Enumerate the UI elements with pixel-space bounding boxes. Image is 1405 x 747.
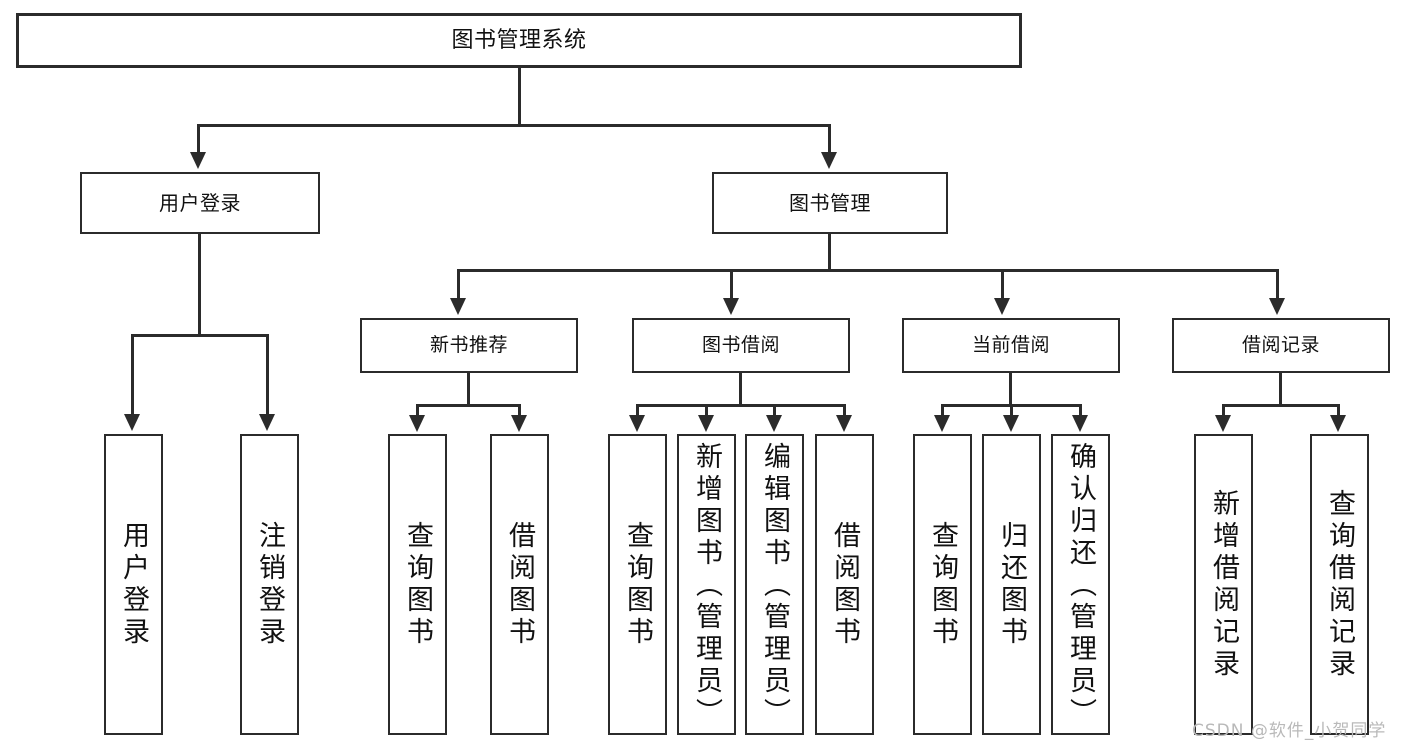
arrowhead-leaf-bb-edit-book (766, 415, 782, 432)
node-label: 查询图书 (622, 520, 653, 649)
connector-new-book-recommend-stem (467, 373, 470, 406)
connector-user-login-drop-1 (131, 334, 134, 419)
node-label: 新书推荐 (429, 333, 508, 356)
leaf-logout[interactable]: 注销登录 (240, 434, 299, 735)
arrowhead-leaf-nbr-borrow-book (511, 415, 527, 432)
node-label: 图书管理系统 (451, 27, 587, 53)
leaf-bb-borrow-book[interactable]: 借阅图书 (815, 434, 874, 735)
leaf-user-login[interactable]: 用户登录 (104, 434, 163, 735)
node-label: 新增借阅记录 (1208, 488, 1239, 681)
arrowhead-leaf-cb-query-book (934, 415, 950, 432)
arrowhead-leaf-bb-borrow-book (836, 415, 852, 432)
arrowhead-leaf-bb-query-book (629, 415, 645, 432)
connector-cb-drop-2 (1010, 404, 1013, 420)
connector-to-new-book-recommend (457, 269, 460, 301)
connector-book-management-stem (828, 234, 831, 272)
node-label: 查询图书 (402, 520, 433, 649)
leaf-nbr-query-book[interactable]: 查询图书 (388, 434, 447, 735)
arrowhead-leaf-logout (259, 414, 275, 431)
connector-borrow-record-bus (1222, 404, 1340, 407)
node-label: 新增图书（管理员） (691, 442, 722, 730)
arrowhead-to-current-borrow (994, 298, 1010, 315)
node-label: 借阅记录 (1241, 333, 1320, 356)
connector-to-current-borrow (1001, 269, 1004, 301)
leaf-cb-confirm-return[interactable]: 确认归还（管理员） (1051, 434, 1110, 735)
leaf-bb-edit-book[interactable]: 编辑图书（管理员） (745, 434, 804, 735)
arrowhead-leaf-nbr-query-book (409, 415, 425, 432)
connector-bb-drop-2 (705, 404, 708, 420)
connector-root-stem (518, 68, 521, 126)
node-book-management[interactable]: 图书管理 (712, 172, 948, 234)
arrowhead-leaf-br-add-record (1215, 415, 1231, 432)
leaf-bb-add-book[interactable]: 新增图书（管理员） (677, 434, 736, 735)
node-label: 查询图书 (927, 520, 958, 649)
connector-user-login-drop-2 (266, 334, 269, 419)
leaf-nbr-borrow-book[interactable]: 借阅图书 (490, 434, 549, 735)
node-user-login[interactable]: 用户登录 (80, 172, 320, 234)
node-label: 借阅图书 (829, 520, 860, 649)
connector-br-drop-1 (1222, 404, 1225, 420)
node-label: 注销登录 (254, 520, 285, 649)
arrowhead-leaf-cb-return-book (1003, 415, 1019, 432)
node-label: 用户登录 (118, 520, 149, 649)
leaf-cb-return-book[interactable]: 归还图书 (982, 434, 1041, 735)
connector-to-book-borrow (730, 269, 733, 301)
connector-to-borrow-record (1276, 269, 1279, 301)
connector-nbr-drop-1 (416, 404, 419, 420)
node-label: 图书借阅 (701, 333, 780, 356)
leaf-br-add-record[interactable]: 新增借阅记录 (1194, 434, 1253, 735)
node-current-borrow[interactable]: 当前借阅 (902, 318, 1120, 373)
node-label: 编辑图书（管理员） (759, 442, 790, 730)
node-label: 确认归还（管理员） (1065, 442, 1096, 730)
node-borrow-record[interactable]: 借阅记录 (1172, 318, 1390, 373)
leaf-cb-query-book[interactable]: 查询图书 (913, 434, 972, 735)
arrowhead-to-book-management (821, 152, 837, 169)
node-label: 归还图书 (996, 520, 1027, 649)
connector-book-borrow-bus (636, 404, 846, 407)
leaf-bb-query-book[interactable]: 查询图书 (608, 434, 667, 735)
arrowhead-leaf-user-login (124, 414, 140, 431)
connector-current-borrow-stem (1009, 373, 1012, 406)
leaf-br-query-record[interactable]: 查询借阅记录 (1310, 434, 1369, 735)
connector-level2-bus (457, 269, 1279, 272)
connector-cb-drop-1 (941, 404, 944, 420)
arrowhead-to-user-login (190, 152, 206, 169)
connector-book-borrow-stem (739, 373, 742, 406)
arrowhead-leaf-br-query-record (1330, 415, 1346, 432)
connector-level1-bus (197, 124, 831, 127)
arrowhead-leaf-bb-add-book (698, 415, 714, 432)
connector-cb-drop-3 (1079, 404, 1082, 420)
connector-user-login-stem (198, 234, 201, 337)
node-label: 当前借阅 (971, 333, 1050, 356)
connector-new-book-recommend-bus (416, 404, 521, 407)
connector-bb-drop-1 (636, 404, 639, 420)
arrowhead-to-book-borrow (723, 298, 739, 315)
connector-br-drop-2 (1337, 404, 1340, 420)
node-label: 借阅图书 (504, 520, 535, 649)
connector-nbr-drop-2 (518, 404, 521, 420)
node-book-borrow[interactable]: 图书借阅 (632, 318, 850, 373)
connector-to-book-management (828, 124, 831, 154)
arrowhead-to-borrow-record (1269, 298, 1285, 315)
node-book-management-system[interactable]: 图书管理系统 (16, 13, 1022, 68)
connector-borrow-record-stem (1279, 373, 1282, 406)
node-label: 图书管理 (789, 190, 871, 215)
connector-to-user-login (197, 124, 200, 154)
arrowhead-leaf-cb-confirm-return (1072, 415, 1088, 432)
connector-bb-drop-3 (773, 404, 776, 420)
arrowhead-to-new-book-recommend (450, 298, 466, 315)
connector-bb-drop-4 (843, 404, 846, 420)
node-new-book-recommend[interactable]: 新书推荐 (360, 318, 578, 373)
connector-user-login-bus (131, 334, 269, 337)
node-label: 查询借阅记录 (1324, 488, 1355, 681)
node-label: 用户登录 (159, 190, 241, 215)
